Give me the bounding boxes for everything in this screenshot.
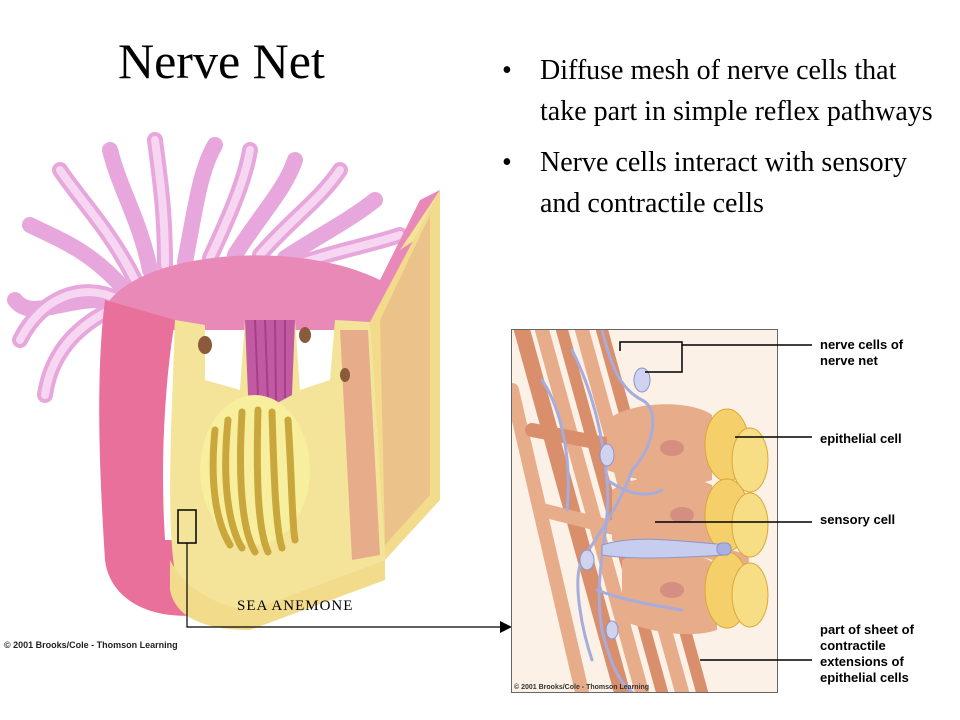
epithelial-cells [607,404,769,635]
bullet-text-1: Diffuse mesh of nerve cells that take pa… [540,55,933,127]
bullet-dot-icon: • [502,55,512,86]
tentacles-highlight [16,136,404,399]
label-contractile-sheet: part of sheet of contractile extensions … [820,622,914,685]
bullet-item-2: • Nerve cells interact with sensory and … [500,142,940,224]
label-sensory-cell: sensory cell [820,512,896,527]
label-nerve-cells: nerve cells of nerve net [820,337,904,368]
nerve-net-inset: © 2001 Brooks/Cole - Thomson Learning [511,329,778,693]
arrow-right-icon [500,621,512,633]
body-muscle [340,330,380,560]
bullet-dot-icon: • [502,147,512,178]
zoom-connector-line [186,543,508,628]
pharynx [245,320,295,408]
oral-disc [110,190,440,330]
inset-illustration: © 2001 Brooks/Cole - Thomson Learning [512,330,777,692]
label-epithelial-cell: epithelial cell [820,431,902,446]
sea-anemone-label: SEA ANEMONE [237,598,354,614]
credit-main: © 2001 Brooks/Cole - Thomson Learning [4,640,178,650]
nerve-cell-bodies [579,367,651,640]
body-wall [99,300,200,616]
slide-title: Nerve Net [118,33,325,89]
bullet-text-2: Nerve cells interact with sensory and co… [540,147,907,219]
bullet-item-1: • Diffuse mesh of nerve cells that take … [500,50,940,132]
sensory-cell-tip [716,542,732,556]
bullet-list: • Diffuse mesh of nerve cells that take … [500,50,940,234]
credit-inset: © 2001 Brooks/Cole - Thomson Learning [514,683,649,691]
pedal-disc [170,560,385,630]
mesenteries [200,395,310,556]
